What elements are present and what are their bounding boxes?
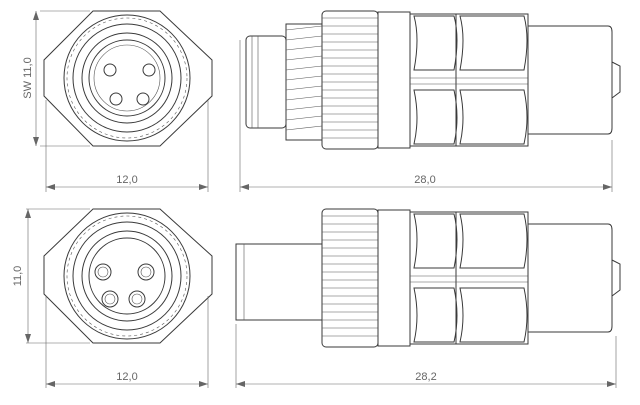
dim-bottom-vertical-label: 11,0 xyxy=(12,266,24,287)
dim-bottom-front-width-label: 12,0 xyxy=(116,371,137,383)
thread-ring xyxy=(81,32,173,124)
socket-ring xyxy=(81,230,173,322)
body-sleeve xyxy=(377,11,411,149)
dim-top-vertical-label: SW 11,0 xyxy=(22,57,34,98)
dim-top-side-length: 28,0 xyxy=(239,40,613,192)
pin-contact-4 xyxy=(136,92,150,106)
socket-contact-4 xyxy=(128,290,146,308)
dim-top-front-width: 12,0 xyxy=(45,100,209,192)
dim-bottom-vertical: 11,0 xyxy=(12,208,90,344)
socket-contact-1 xyxy=(94,263,112,281)
insert-inner xyxy=(93,44,161,112)
pin-contact-1 xyxy=(103,63,117,77)
socket-contact-2 xyxy=(137,263,155,281)
socket-face xyxy=(88,237,166,315)
cable-end-bottom xyxy=(611,259,621,297)
knurled-nut xyxy=(321,10,379,150)
male-connector-front-view xyxy=(43,10,213,147)
knurl-ring-teeth-bottom xyxy=(66,215,188,337)
knurl-ring-inner xyxy=(72,23,182,133)
knurl-ring-outer-bottom xyxy=(63,212,191,340)
body-sleeve-bottom xyxy=(377,209,411,347)
pin-contact-2 xyxy=(142,63,156,77)
dim-bottom-front-width: 12,0 xyxy=(45,296,209,388)
dim-top-front-width-label: 12,0 xyxy=(116,174,137,186)
pin-contact-3 xyxy=(109,92,123,106)
thread-section xyxy=(285,23,323,141)
knurled-nut-bottom xyxy=(321,208,379,348)
cable-gland-bottom xyxy=(527,223,613,333)
knurl-ring-teeth xyxy=(66,17,188,139)
hex-nut-outline xyxy=(43,10,213,147)
female-connector-side-view xyxy=(235,208,621,348)
cable-gland xyxy=(527,25,613,135)
female-connector-front-view xyxy=(43,208,213,344)
dim-top-side-length-label: 28,0 xyxy=(414,174,435,186)
socket-housing xyxy=(235,243,323,321)
male-connector-side-view xyxy=(245,10,621,150)
dim-bottom-side-length: 28,2 xyxy=(235,324,617,388)
dim-top-vertical: SW 11,0 xyxy=(22,10,90,147)
knurl-ring-inner-bottom xyxy=(72,221,182,331)
dim-bottom-side-length-label: 28,2 xyxy=(415,371,436,383)
insert-face xyxy=(88,39,166,117)
hex-body xyxy=(409,13,529,147)
cable-end xyxy=(611,61,621,99)
socket-contact-3 xyxy=(101,290,119,308)
hex-body-bottom xyxy=(409,211,529,345)
hex-nut-outline-bottom xyxy=(43,208,213,344)
knurl-ring-outer xyxy=(63,14,191,142)
